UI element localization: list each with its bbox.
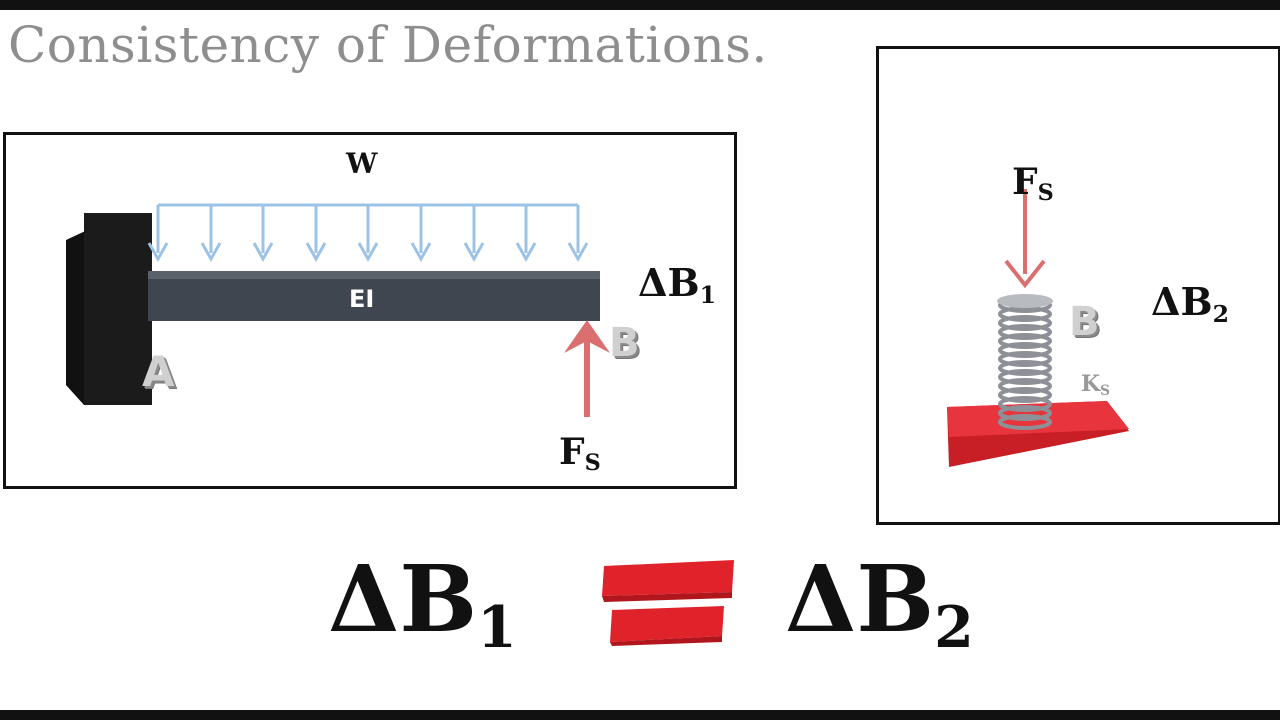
spring-coil bbox=[998, 324, 1052, 340]
spring-panel: FS B KS ΔB2 bbox=[876, 46, 1280, 525]
spring-coil bbox=[998, 396, 1052, 412]
equals-sign bbox=[602, 560, 734, 646]
load-arrow-head bbox=[147, 242, 169, 263]
equation-left: ΔB1 bbox=[328, 545, 517, 661]
load-arrow-head bbox=[305, 242, 327, 263]
spring-coil bbox=[998, 351, 1052, 367]
equals-bar-bottom bbox=[610, 606, 724, 642]
spring-diagram bbox=[947, 189, 1129, 467]
point-b-label: B bbox=[609, 320, 640, 366]
spring-stiffness-label: KS bbox=[1081, 371, 1110, 399]
force-arrow-head bbox=[564, 320, 610, 353]
spring-coil bbox=[998, 360, 1052, 376]
equals-bar-bottom-shadow bbox=[610, 636, 722, 646]
spring-coil bbox=[998, 387, 1052, 403]
load-arrow-head bbox=[515, 242, 537, 263]
beam-diagram bbox=[66, 203, 610, 417]
force-fs-label: FS bbox=[559, 431, 601, 477]
load-arrow-head bbox=[567, 242, 589, 263]
spring-coils bbox=[997, 294, 1053, 430]
spring-coil bbox=[998, 405, 1052, 421]
cantilever-beam bbox=[148, 271, 600, 321]
deflection-b1-label: ΔB1 bbox=[638, 260, 716, 309]
load-label: W bbox=[346, 147, 378, 180]
load-arrow-head bbox=[463, 242, 485, 263]
spring-top-plate bbox=[997, 294, 1053, 308]
support-a-label: A bbox=[142, 347, 175, 396]
spring-point-b-label: B bbox=[1069, 299, 1100, 345]
equals-bar-top bbox=[602, 560, 734, 596]
spring-coil bbox=[998, 378, 1052, 394]
load-arrow-head bbox=[252, 242, 274, 263]
beam-panel: W EI A B FS ΔB1 bbox=[3, 132, 737, 489]
spring-coil bbox=[998, 414, 1052, 430]
spring-force-arrow-head bbox=[1004, 259, 1046, 289]
beam-top-face bbox=[148, 271, 600, 279]
slide-title: Consistency of Deformations. bbox=[8, 16, 768, 74]
equation-right: ΔB2 bbox=[785, 545, 974, 661]
spring-coil bbox=[998, 369, 1052, 385]
deflection-b2-label: ΔB2 bbox=[1151, 279, 1229, 328]
spring-coil bbox=[998, 315, 1052, 331]
wall-face bbox=[84, 213, 152, 405]
load-arrow-head bbox=[410, 242, 432, 263]
distributed-load-arrows bbox=[147, 205, 589, 263]
equals-bar-top-shadow bbox=[602, 592, 732, 602]
beam-stiffness-label: EI bbox=[349, 285, 375, 313]
spring-force-fs-label: FS bbox=[1012, 161, 1054, 207]
spring-coil bbox=[998, 333, 1052, 349]
load-arrow-head bbox=[200, 242, 222, 263]
load-arrow-head bbox=[357, 242, 379, 263]
spring-coil bbox=[998, 342, 1052, 358]
top-border bbox=[0, 0, 1280, 10]
bottom-border bbox=[0, 710, 1280, 720]
